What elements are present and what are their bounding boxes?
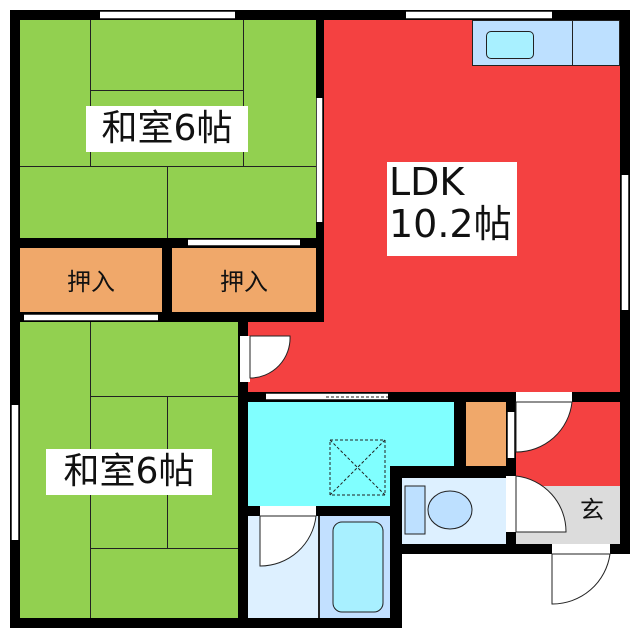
washing-machine-icon [329, 439, 386, 496]
tatami-line [167, 166, 168, 238]
window-mid-vertical [316, 98, 323, 222]
room-oshiire-right [172, 248, 316, 312]
wall-left [10, 10, 20, 628]
door-toilet [506, 475, 567, 533]
window-left-washitsu [11, 405, 19, 540]
wall-storage-right [506, 392, 516, 544]
toilet-icon [404, 485, 473, 535]
kitchen-sink-icon [486, 31, 534, 59]
tatami-line [243, 20, 244, 166]
window-top-washitsu [100, 11, 235, 19]
wall-toilet-top [390, 466, 516, 478]
label-washitsu-bottom: 和室6帖 [46, 449, 212, 495]
door-washitsu-ldk [240, 335, 291, 382]
wall-right [620, 10, 630, 244]
label-ldk: LDK 10.2帖 [387, 160, 517, 256]
tatami-line [90, 548, 238, 549]
tatami-line [20, 166, 316, 167]
wall-oshi-bottom [20, 312, 324, 322]
wall-ldk-bottom [238, 392, 630, 402]
window-washitsu-bottom-top [24, 314, 158, 321]
label-ldk-size: 10.2帖 [389, 201, 512, 246]
wall-wash-right [454, 392, 466, 478]
tatami-line [90, 20, 91, 166]
wall-bottom-right [390, 544, 630, 554]
bathtub-icon [332, 521, 384, 613]
wall-toilet-left [390, 466, 402, 516]
window-top-ldk [406, 11, 552, 19]
wall-oshi-divider [162, 248, 172, 312]
tatami-line [90, 396, 238, 397]
counter-divider [572, 20, 573, 66]
label-oshiire-left: 押入 [67, 268, 115, 296]
window-oshi-right [188, 239, 300, 246]
wall-wash-bottom [248, 506, 402, 516]
bath-divider [318, 516, 320, 618]
wall-tatami-oshi [20, 238, 324, 248]
door-hallway-ldk [515, 392, 573, 453]
wall-washitsu-right [238, 312, 248, 628]
room-storage [466, 402, 506, 466]
label-oshiire-right: 押入 [220, 268, 268, 296]
label-genkan: 玄 [580, 496, 604, 524]
window-storage [507, 412, 515, 458]
door-entrance [551, 544, 611, 605]
window-right-ldk [621, 175, 629, 310]
label-washitsu-top: 和室6帖 [86, 106, 248, 152]
tatami-line [90, 90, 243, 91]
room-oshiire-left [20, 248, 162, 312]
door-bathroom [259, 506, 317, 567]
wall-bottom-left [10, 618, 400, 628]
label-ldk-name: LDK [389, 160, 465, 204]
wall-bath-right [390, 506, 402, 628]
